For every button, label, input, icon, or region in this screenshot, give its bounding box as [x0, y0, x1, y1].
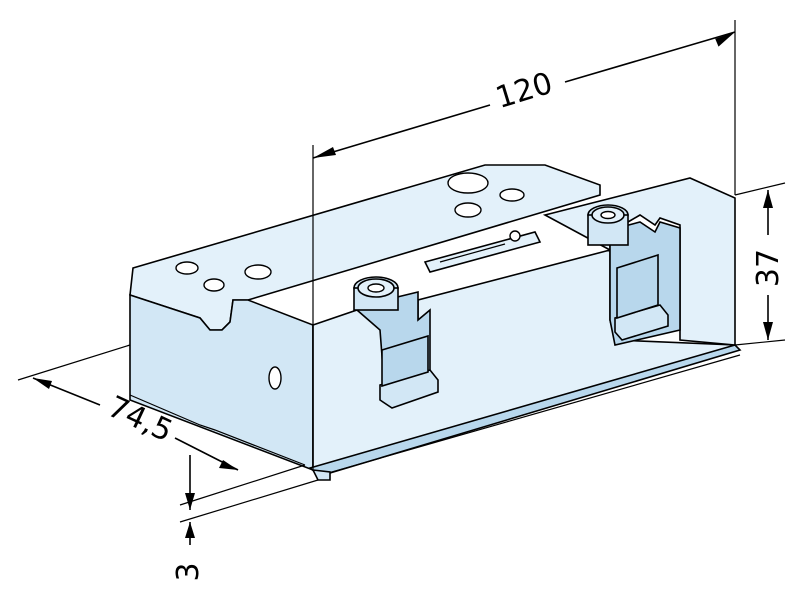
hole-3	[244, 264, 272, 280]
left-end-face	[129, 293, 314, 472]
hole-2	[203, 278, 225, 292]
dimension-3-label: 3	[171, 562, 206, 581]
right-jaw-block	[616, 253, 659, 320]
hole-6	[499, 188, 525, 202]
dimension-37-label: 37	[751, 249, 786, 287]
base-foot	[311, 469, 331, 481]
brand-logo	[423, 230, 542, 273]
dimension-37: 37	[734, 182, 786, 346]
hole-5	[454, 202, 482, 218]
left-edge-line	[129, 394, 306, 466]
dimension-120-label: 120	[492, 66, 557, 116]
hole-4	[447, 172, 489, 194]
dimension-3: 3	[171, 455, 319, 582]
left-jaw	[379, 369, 439, 409]
hole-1	[175, 261, 199, 275]
base-rail-line	[317, 354, 741, 477]
hole-7	[268, 366, 282, 390]
left-jaw-block	[381, 334, 429, 388]
right-jaw	[614, 304, 669, 341]
right-screw	[587, 204, 629, 246]
left-screw	[353, 276, 399, 311]
